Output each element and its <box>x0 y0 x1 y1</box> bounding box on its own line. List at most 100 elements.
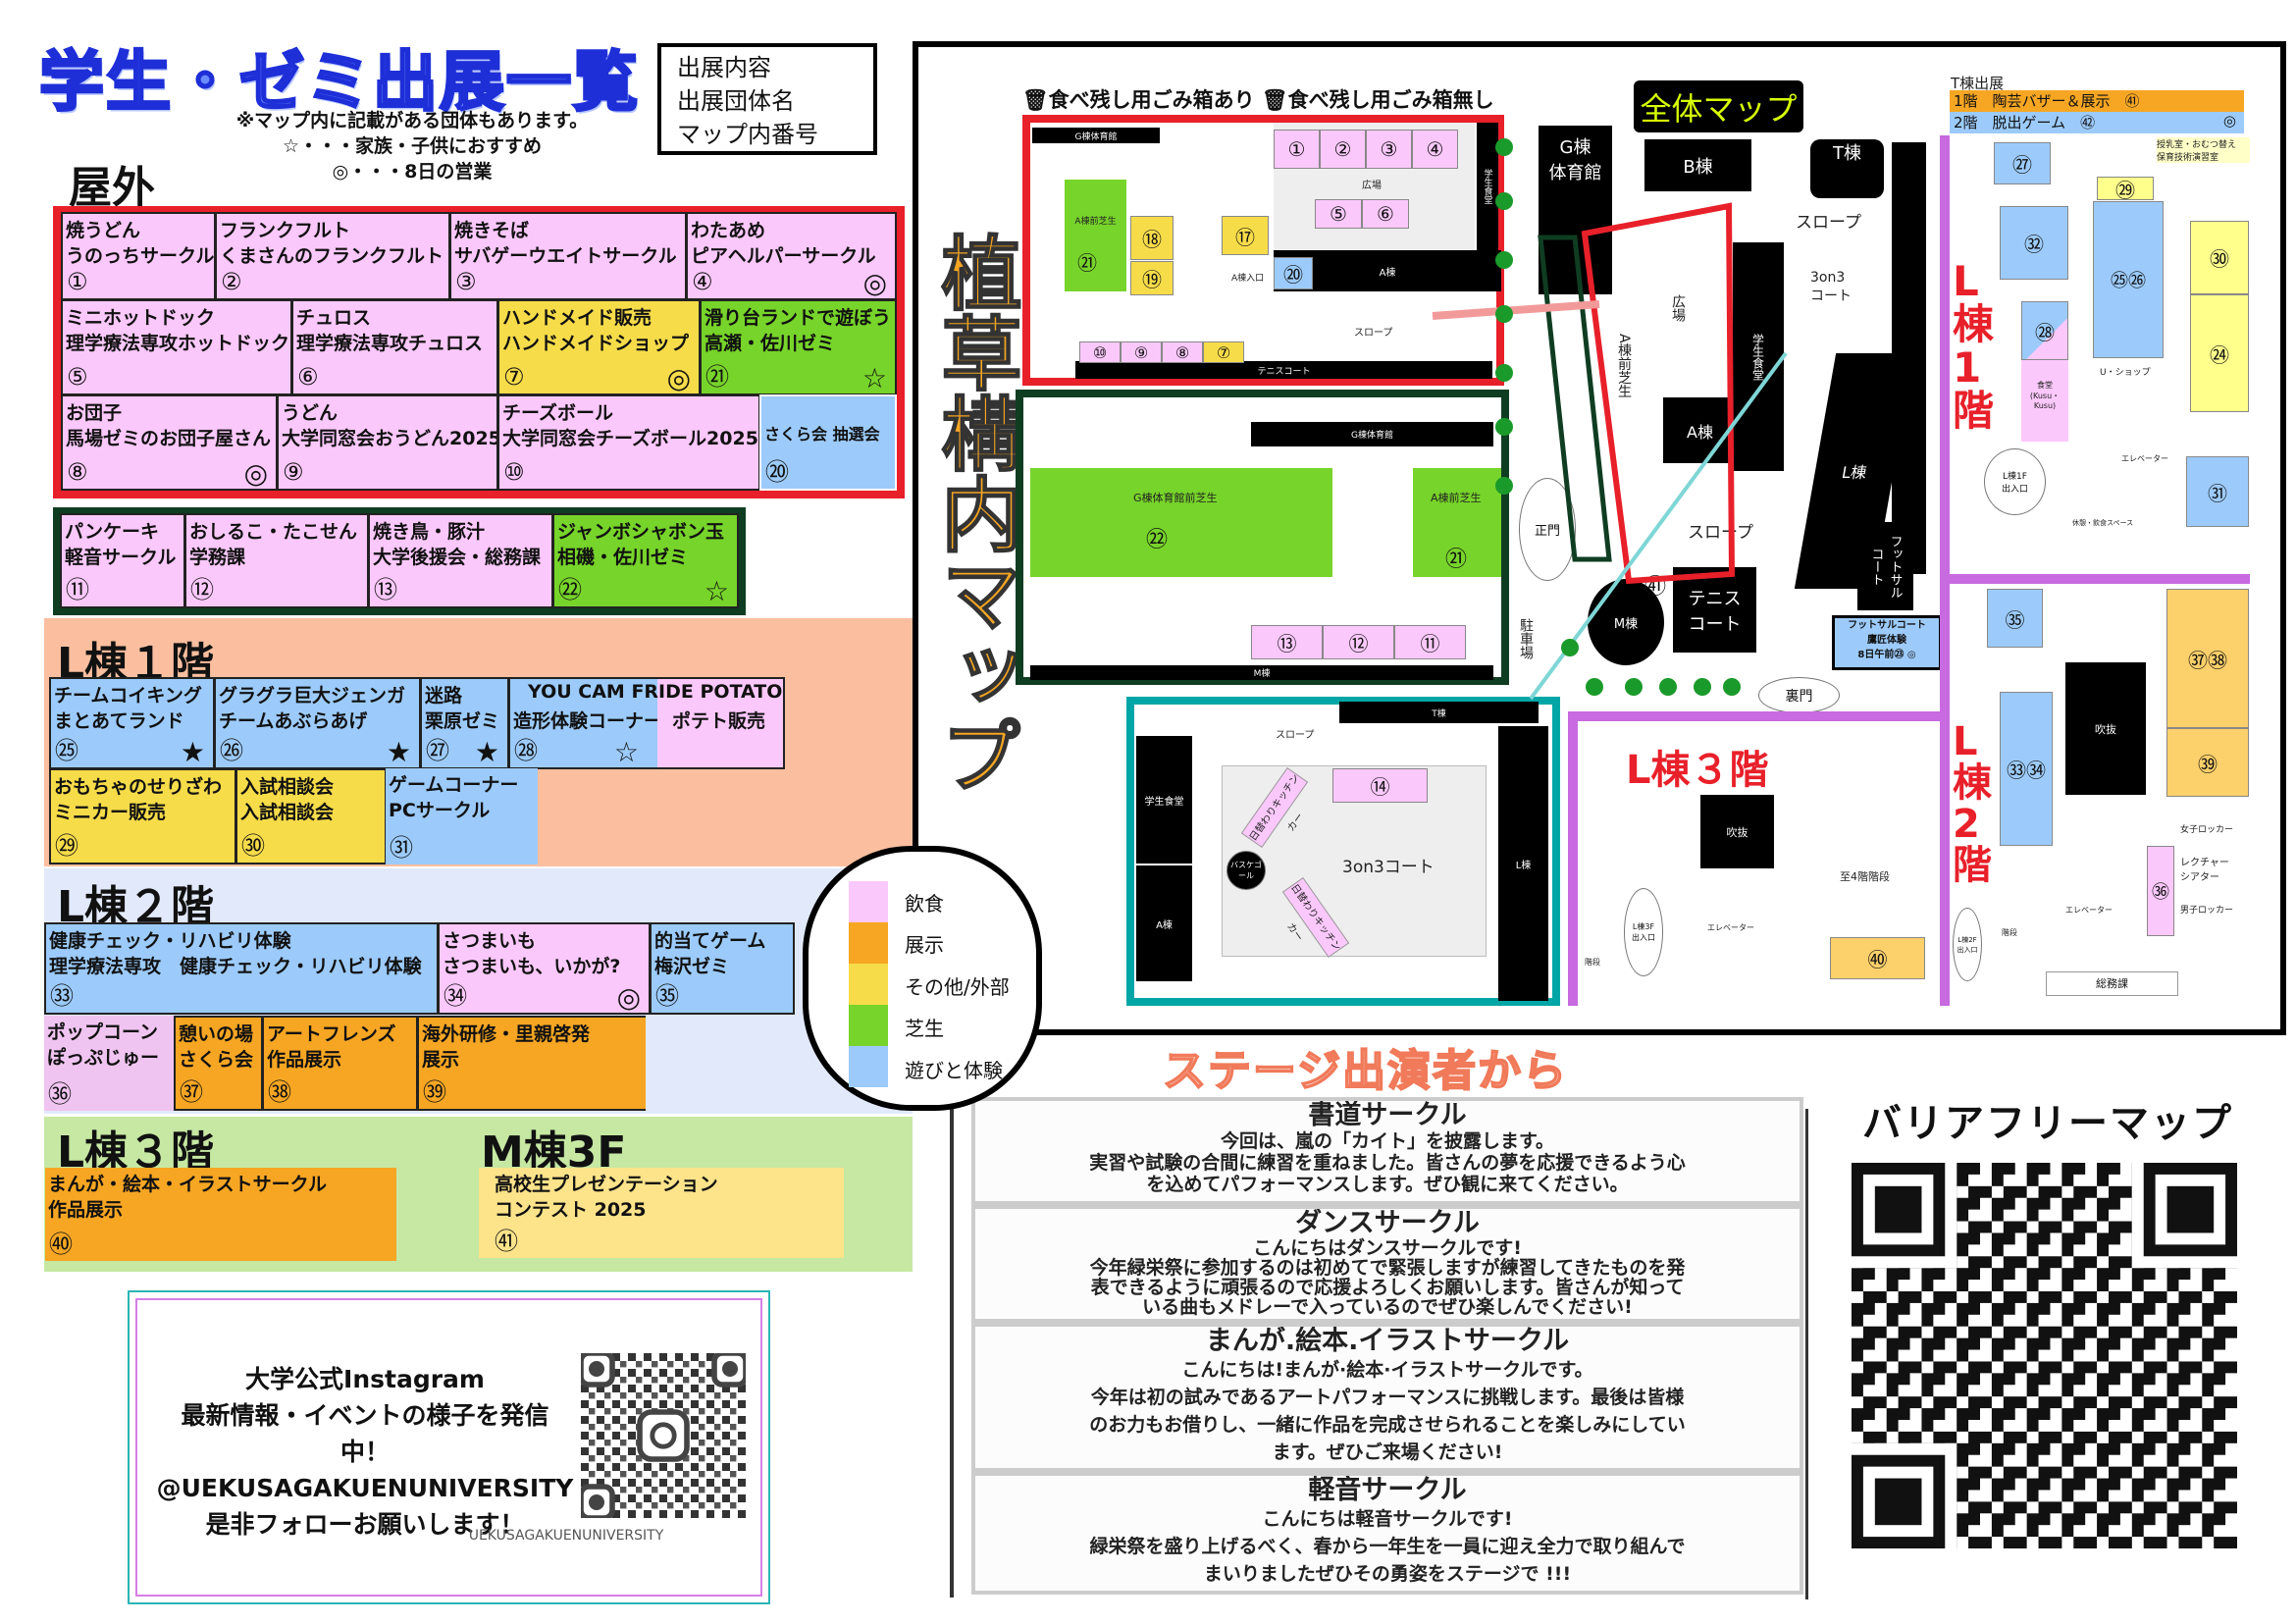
map-spot[interactable]: ① <box>1274 130 1320 169</box>
map-elevator-l2: エレベーター <box>2065 906 2113 915</box>
map-spot[interactable]: ⑰ <box>1222 216 1269 255</box>
map-spot[interactable]: ㉟ <box>1987 589 2043 648</box>
t-exhibit-floor1: 1階 陶芸バザー＆展示 ㊶ <box>1950 90 2244 112</box>
instagram-handle[interactable]: @UEKUSAGAKUENUNIVERSITY <box>156 1474 574 1502</box>
map-parking: 駐車場 <box>1518 618 1534 659</box>
instagram-line: 最新情報・イベントの様子を発信 <box>181 1401 549 1430</box>
map-spot[interactable]: ② <box>1320 130 1366 169</box>
note-map-listing: ※マップ内に記載がある団体もあります。 <box>235 110 589 131</box>
map-spot[interactable]: ⑳ <box>1274 257 1313 289</box>
map-spot[interactable]: ㉚ <box>2190 221 2249 294</box>
barrier-free-qr-code[interactable] <box>1852 1163 2237 1548</box>
key-group: 出展団体名 <box>677 87 795 115</box>
legend-swatch-lawn <box>849 1005 888 1046</box>
map-stairs-l2: 階段 <box>2002 928 2017 937</box>
map-cafeteria: 学生食堂 <box>1477 123 1498 250</box>
trash-legend: 🗑食べ残し用ごみ箱あり 🗑食べ残し用ごみ箱無し <box>1022 84 1494 114</box>
map-cafeteria-2: 学生食堂 <box>1136 736 1192 864</box>
map-spot[interactable]: ⑦ <box>1203 341 1244 363</box>
instagram-qr-code[interactable] <box>581 1353 746 1518</box>
map-elevator: エレベーター <box>2121 454 2168 463</box>
t-exhibit-floor2: 2階 脱出ゲーム ㊷◎ <box>1950 112 2244 133</box>
map-spot[interactable]: ③ <box>1366 130 1412 169</box>
map-spot[interactable]: ⑬ <box>1251 625 1323 659</box>
map-t-building: T棟 <box>1810 139 1884 198</box>
map-zone-green <box>1016 390 1509 685</box>
map-basket-goal: バスケゴール <box>1226 851 1266 890</box>
trash-with-label: 食べ残し用ごみ箱あり <box>1048 88 1255 112</box>
map-slope-3: スロープ <box>1796 213 1861 233</box>
map-spot[interactable]: ⑨ <box>1121 341 1162 363</box>
legend-swatch-play <box>849 1046 888 1087</box>
performer-keion: 軽音サークル こんにちは軽音サークルです!緑栄祭を盛り上げるべく、春から一年生を… <box>971 1472 1803 1595</box>
color-legend <box>803 846 1042 1111</box>
performer-name: ダンスサークル <box>1295 1208 1480 1238</box>
map-l-bldg: L棟 <box>1498 726 1548 1001</box>
map-l1-entrance: L棟1F 出入口 <box>1984 448 2046 515</box>
map-spot[interactable]: ⑪ <box>1394 625 1466 659</box>
map-u-shop: U・ショップ <box>2100 368 2151 378</box>
map-spot[interactable]: ⑱ <box>1130 216 1174 260</box>
map-spot[interactable]: ㉔ <box>2190 294 2249 412</box>
instagram-line: 中！ <box>339 1438 390 1466</box>
trash-icon: 🗑 <box>1261 88 1288 112</box>
map-3on3-label: 3on3 コート <box>1810 270 1852 304</box>
map-spot[interactable]: ㉙ <box>2097 177 2154 202</box>
performer-name: まんが.絵本.イラストサークル <box>1205 1326 1570 1356</box>
map-back-gate: 裏門 <box>1758 677 1840 713</box>
map-spot[interactable]: ㊵ <box>1830 937 1925 979</box>
map-spot[interactable]: ⑭ <box>1332 768 1428 803</box>
map-spot[interactable]: ⑲ <box>1130 261 1174 295</box>
map-spot[interactable]: ㉛ <box>2186 456 2249 527</box>
map-spot[interactable]: ⑥ <box>1362 199 1409 229</box>
map-main-gate: 正門 <box>1519 478 1576 581</box>
map-spot[interactable]: ⑧ <box>1162 341 1203 363</box>
map-spot[interactable]: ⑩ <box>1079 341 1121 363</box>
trash-icon: 🗑 <box>1022 88 1049 112</box>
legend-label: 飲食 <box>905 892 944 916</box>
map-a-lawn-2: A棟前芝生 <box>1616 334 1632 398</box>
legend-label: その他/外部 <box>905 975 1010 999</box>
map-spot[interactable]: ⑫ <box>1323 625 1394 659</box>
map-spot[interactable]: ㊶ <box>1644 575 1667 600</box>
map-plaza-2: 広場 <box>1670 294 1686 322</box>
map-general-affairs: 総務課 <box>2046 971 2178 996</box>
map-l1-title: L棟1階 <box>1953 257 1995 435</box>
map-spot[interactable]: ㊴ <box>2166 728 2249 797</box>
map-spot[interactable]: ④ <box>1412 130 1458 169</box>
map-spot[interactable]: ⑤ <box>1315 199 1362 229</box>
map-spot[interactable]: ㉘ <box>2021 301 2068 360</box>
map-spot[interactable]: ㉜ <box>2000 206 2068 280</box>
map-spot[interactable]: ㊱ <box>2147 846 2174 936</box>
map-futsal-falconry[interactable]: フットサルコート 鷹匠体験 8日午前㉓ ◎ <box>1832 615 1942 670</box>
outdoor-green-zone <box>53 507 746 615</box>
map-dining: 食堂 (Kusu・Kusu) <box>2021 360 2068 442</box>
map-cafeteria-3: 学生食堂 <box>1733 242 1784 471</box>
legend-label: 展示 <box>905 933 944 957</box>
map-stairs-to-4f: 至4階階段 <box>1840 870 1890 883</box>
booth-potato: ポテト販売 <box>657 677 785 769</box>
map-a-entrance: A棟入口 <box>1231 274 1265 284</box>
map-spot[interactable]: ㉑ <box>1077 251 1097 275</box>
map-spot[interactable]: ㉗ <box>1994 142 2051 184</box>
